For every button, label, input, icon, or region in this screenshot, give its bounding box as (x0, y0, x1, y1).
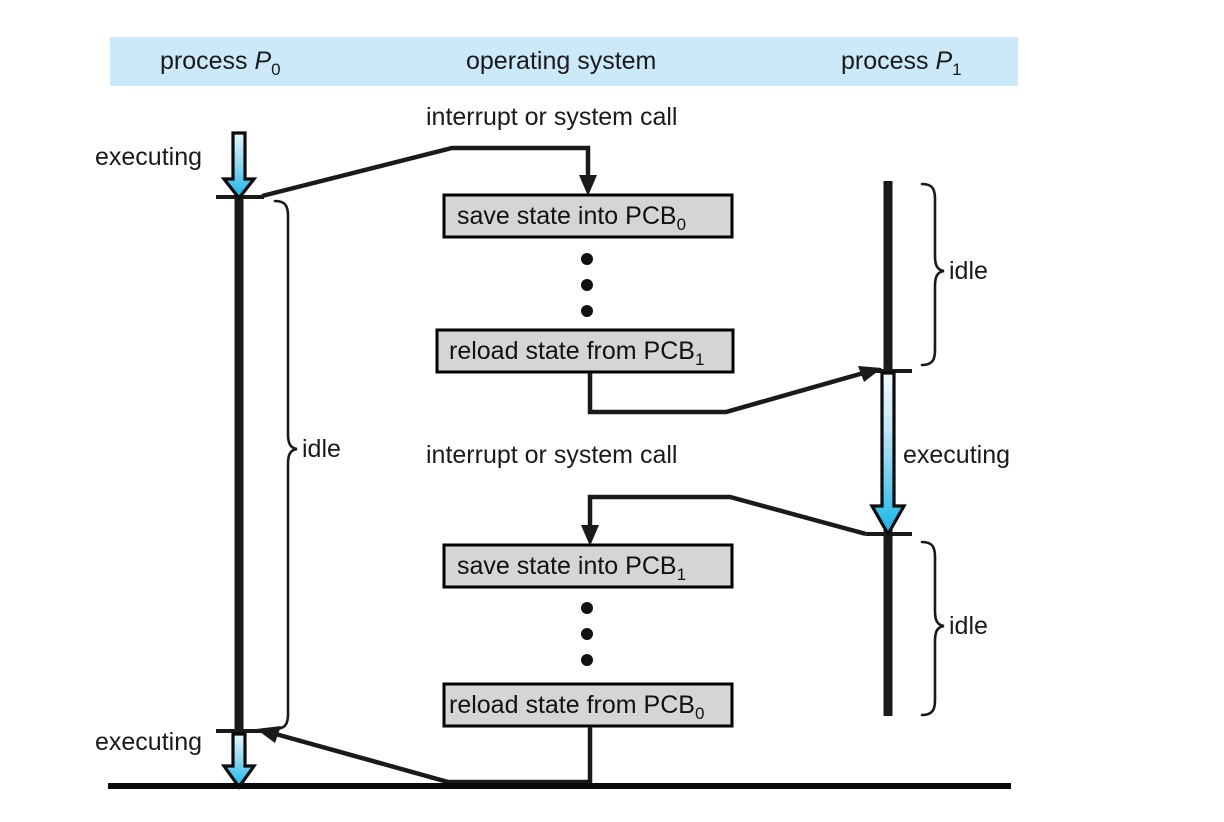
arrowhead-p0-return (256, 726, 281, 743)
box-save-pcb1 (442, 543, 734, 589)
path-p1-to-save1 (587, 494, 867, 537)
box-reload-pcb0 (442, 682, 734, 728)
header-label-operating-system: operating system (466, 47, 657, 75)
interrupt-label-bottom: interrupt or system call (426, 441, 678, 469)
box-label-save-pcb0: save state into PCB0 (457, 202, 687, 234)
arrowhead-p1-enter (858, 366, 882, 382)
ellipsis-dot (581, 654, 593, 666)
header-label-process-p1: process P1 (841, 47, 962, 79)
path-p0-to-save0 (261, 145, 591, 199)
box-label-reload-pcb0: reload state from PCB0 (449, 691, 705, 723)
box-label-save-pcb1: save state into PCB1 (457, 552, 687, 584)
path-reload0-to-p0 (271, 727, 593, 785)
p0-idle-brace (273, 199, 298, 731)
p0-executing-arrow-bottom (220, 732, 258, 790)
p1-idle-label-top: idle (949, 257, 988, 285)
p0-executing-label-bottom: executing (95, 728, 203, 756)
path-reload1-to-p1 (587, 369, 868, 415)
box-label-reload-pcb1: reload state from PCB1 (449, 337, 705, 369)
ellipsis-dot (581, 279, 593, 291)
ellipsis-dot (581, 628, 593, 640)
header-band (110, 37, 1018, 86)
p0-executing-label-top: executing (95, 143, 203, 171)
p1-idle-brace-bottom (920, 540, 945, 717)
box-reload-pcb1 (435, 328, 735, 374)
ellipsis-dot (581, 253, 593, 265)
p1-idle-brace-top (920, 182, 945, 367)
p0-executing-arrow-top (220, 131, 258, 201)
arrowhead-save1 (581, 525, 599, 546)
p1-executing-arrow (869, 371, 907, 538)
interrupt-label-top: interrupt or system call (426, 103, 678, 131)
ellipsis-dot (581, 602, 593, 614)
arrowhead-save0 (579, 175, 597, 196)
ellipsis-dot (581, 305, 593, 317)
p1-idle-label-bottom: idle (949, 612, 988, 640)
p1-executing-label: executing (903, 441, 1011, 469)
p0-idle-label: idle (302, 435, 341, 463)
header-label-process-p0: process P0 (160, 47, 281, 79)
